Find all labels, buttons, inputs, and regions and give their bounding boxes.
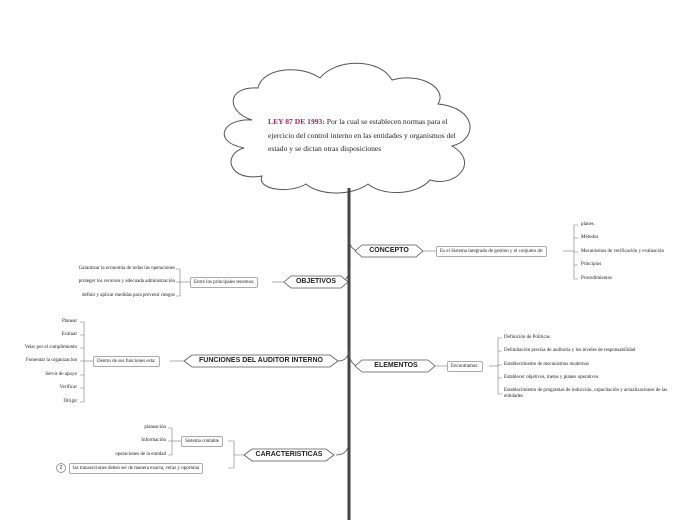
funciones-subtopic[interactable]: Dentro de sus funciones esta: (93, 356, 160, 367)
elementos-item-objetivos[interactable]: Establecer objetivos, metas y planes ope… (504, 375, 599, 380)
elementos-item-politicas[interactable]: Definición de Políticas (504, 335, 550, 340)
funciones-item-fomentar[interactable]: Fomentar la organizacion (25, 358, 77, 363)
funciones-item-velar[interactable]: Velar por el cumplimiento (24, 345, 77, 350)
funciones-item-dirigir[interactable]: Dirigir (63, 399, 77, 404)
concepto-item-principios[interactable]: Principios (581, 262, 602, 267)
caracteristicas-subtopic[interactable]: Sistema contable (181, 436, 224, 447)
elementos-item-mecanismos[interactable]: Establecimiento de mecanismos modernos (504, 362, 590, 367)
concepto-subtopic[interactable]: Es el Sistema integrado de gestion y el … (436, 246, 548, 257)
caracteristicas-item-operaciones[interactable]: operaciones de la entidad (115, 452, 166, 457)
funciones-item-planear[interactable]: Planear (62, 319, 77, 324)
caracteristicas-item-planeacion[interactable]: planeación (144, 425, 166, 430)
concepto-item-procedimientos[interactable]: Procedimientos (581, 276, 613, 281)
elementos-subtopic[interactable]: Encontramos: (447, 361, 483, 372)
law-title: LEY 87 DE 1993: (268, 117, 325, 126)
elementos-item-delimitacion[interactable]: Delimitación precisa de auditoria y los … (504, 348, 636, 353)
collapsed-count-badge[interactable]: 2 (56, 463, 66, 473)
caracteristicas-topic[interactable]: CARACTERISTICAS (255, 451, 323, 458)
central-topic-text[interactable]: LEY 87 DE 1993: Por la cual se establece… (268, 115, 468, 156)
objetivos-topic[interactable]: OBJETIVOS (295, 278, 337, 285)
elementos-topic[interactable]: ELEMENTOS (374, 362, 418, 369)
objetivos-item-economia[interactable]: Garantizar la economía de todas las oper… (78, 266, 175, 271)
law-description: Por la cual se establecen normas para el… (268, 117, 456, 153)
funciones-item-evaluar[interactable]: Evaluar (61, 332, 77, 337)
caracteristicas-item-informacion[interactable]: Información (141, 438, 166, 443)
concepto-item-mecanismos[interactable]: Mecanismos de verificación y evaluación (581, 249, 665, 254)
funciones-item-verificar[interactable]: Verificar (59, 385, 78, 390)
central-cloud (223, 62, 471, 194)
caracteristicas-transacciones[interactable]: las transacciones deben ser de manera ex… (69, 463, 204, 474)
concepto-topic[interactable]: CONCEPTO (369, 247, 409, 254)
concepto-item-metodos[interactable]: Métodos (581, 235, 599, 240)
objetivos-subtopic[interactable]: Entre los principales tenemos: (190, 277, 259, 288)
funciones-topic[interactable]: FUNCIONES DEL AUDITOR INTERNO (199, 357, 323, 364)
concepto-item-planes[interactable]: planes (581, 222, 594, 227)
objetivos-item-riesgos[interactable]: definir y aplicar medidas para prevenir … (81, 293, 175, 298)
elementos-item-programas[interactable]: Establecimiento de programas de inducció… (504, 388, 668, 399)
funciones-item-servir[interactable]: Servir de apoyo (45, 372, 77, 377)
objetivos-item-recursos[interactable]: proteger los recursos y adecuada adminis… (78, 279, 175, 284)
